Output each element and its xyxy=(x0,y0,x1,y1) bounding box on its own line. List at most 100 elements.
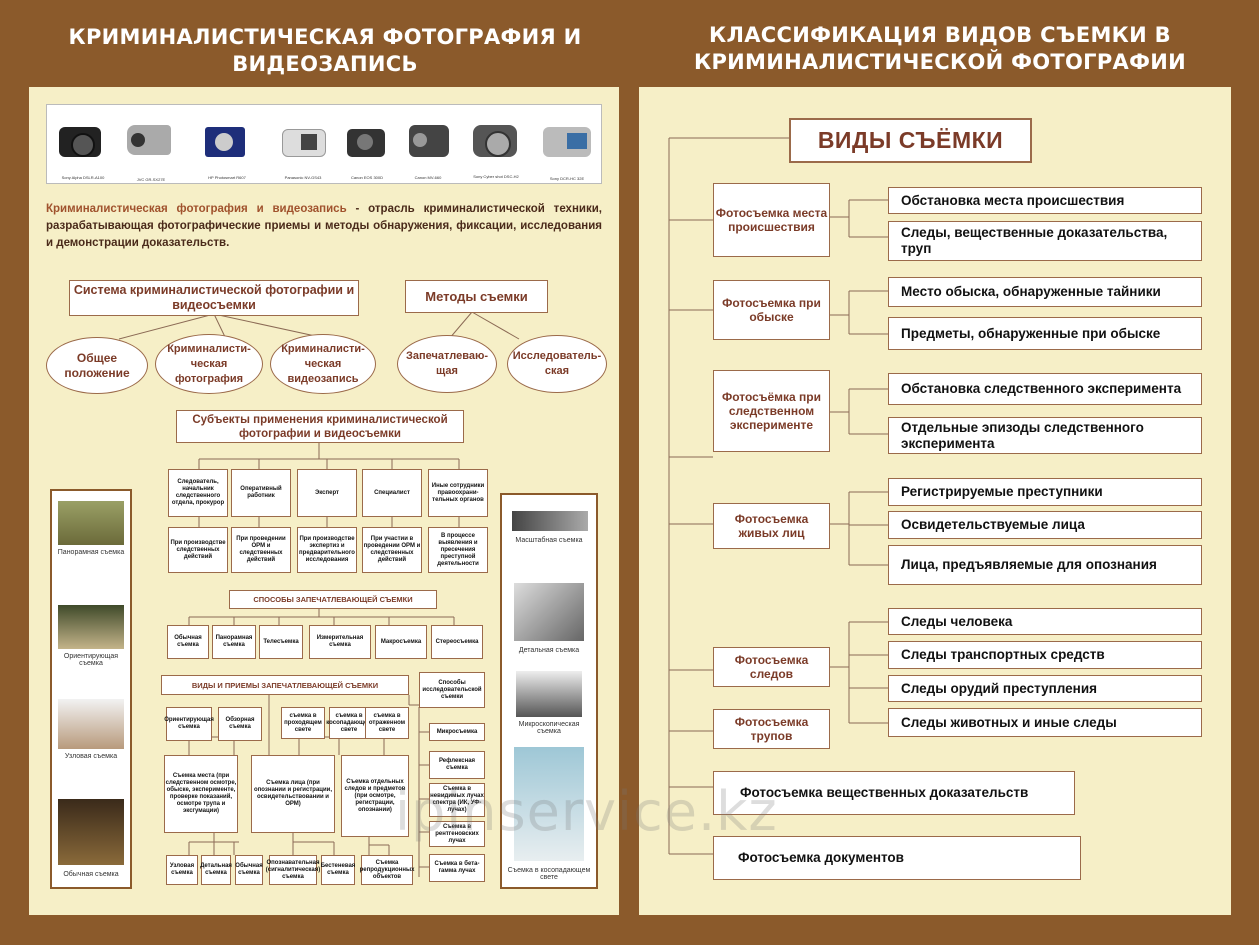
photo-caption: Узловая съемка xyxy=(64,753,118,760)
kinds-bottom: Съемка репродукционных объектов xyxy=(360,855,414,885)
group-label: Фотосъемка при обыске xyxy=(713,280,830,340)
kinds-top: Обзорная съемка xyxy=(218,707,262,741)
methods-title: Методы съемки xyxy=(405,280,548,313)
kinds-main: Съемка места (при следственном осмотре, … xyxy=(164,755,238,833)
right-title: КЛАССИФИКАЦИЯ ВИДОВ СЪЕМКИ В КРИМИНАЛИСТ… xyxy=(694,23,1186,74)
group-item: Следы транспортных средств xyxy=(888,641,1202,669)
research-title: Способы исследовательской съемки xyxy=(419,672,485,708)
right-panel: ВИДЫ СЪЁМКИ Фотосъемка места происшестви… xyxy=(639,87,1231,915)
camera-caption: Canon MV-660 xyxy=(414,175,442,180)
group-item: Место обыска, обнаруженные тайники xyxy=(888,277,1202,307)
capture-method: Макросъемка xyxy=(375,625,427,659)
kinds-top: съемка в проходящем свете xyxy=(281,707,325,739)
capture-method: Телесъемка xyxy=(259,625,303,659)
photo-caption: Микроскопическая съемка xyxy=(518,721,580,735)
oblique-light-photo xyxy=(514,747,584,861)
group-item: Отдельные эпизоды следственного эксперим… xyxy=(888,417,1202,454)
kinds-bottom: Бестеневая съемка xyxy=(321,855,355,885)
group-item: Следы человека xyxy=(888,608,1202,635)
camera-caption: HP Photosmart R607 xyxy=(208,175,246,180)
camcorder-icon xyxy=(409,125,449,157)
subject-box: Следователь, начальник следственного отд… xyxy=(168,469,228,517)
group-item: Лица, предъявляемые для опознания xyxy=(888,545,1202,585)
group-item: Регистрируемые преступники xyxy=(888,478,1202,506)
subject-box: Иные сотрудники правоохрани-тельных орга… xyxy=(428,469,488,517)
kinds-bottom: Обычная съемка xyxy=(235,855,263,885)
kinds-bottom: Детальная съемка xyxy=(200,855,232,885)
subject-box: Оперативный работник xyxy=(231,469,291,517)
research-item: Рефлексная съемка xyxy=(429,751,485,779)
kinds-top: Ориентирующая съемка xyxy=(164,707,214,741)
research-item: Микросъемка xyxy=(429,723,485,741)
camera-caption: Canon EOS 300D xyxy=(350,175,384,180)
camera-icon xyxy=(205,127,245,157)
research-item: Съемка в бета-гамма лучах xyxy=(429,854,485,882)
kinds-bottom: Узловая съемка xyxy=(166,855,198,885)
research-item: Съемка в рентгеновских лучах xyxy=(429,821,485,847)
photo-caption: Панорамная съемка xyxy=(57,549,125,556)
capture-method: Панорамная съемка xyxy=(212,625,256,659)
camera-icon xyxy=(59,127,101,157)
capture-methods-title: СПОСОБЫ ЗАПЕЧАТЛЕВАЮЩЕЙ СЪЕМКИ xyxy=(229,590,437,609)
right-photo-column: Масштабная съемка Детальная съемка Микро… xyxy=(500,493,598,889)
kinds-main: Съемка лица (при опознании и регистрации… xyxy=(251,755,335,833)
subject-box: В процессе выявления и пресечения престу… xyxy=(428,527,488,573)
definition-text: Криминалистическая фотография и видеозап… xyxy=(46,201,602,252)
kinds-main: Съемка отдельных следов и предметов (при… xyxy=(341,755,409,837)
subject-box: Эксперт xyxy=(297,469,357,517)
group-item: Следы, вещественные доказательства, труп xyxy=(888,221,1202,261)
left-panel: Sony Alpha DSLR-A100 JVC GR-SX27E HP Pho… xyxy=(29,87,619,915)
panorama-photo xyxy=(58,501,124,545)
camera-caption: JVC GR-SX27E xyxy=(136,177,166,182)
photo-caption: Съемка в косопадающем свете xyxy=(507,867,591,881)
research-item: Съемка в невидимых лучах спектра (ИК, УФ… xyxy=(429,783,485,817)
camcorder-icon xyxy=(543,127,591,157)
camera-icon xyxy=(347,129,385,157)
right-connectors xyxy=(668,137,888,855)
subject-box: При участии в проведении ОРМ и следствен… xyxy=(362,527,422,573)
camera-icon xyxy=(473,125,517,157)
nodal-photo xyxy=(58,699,124,749)
ordinary-photo xyxy=(58,799,124,865)
system-title: Система криминалистической фотографии и … xyxy=(69,280,359,316)
group-label: Фотосъемка места происшествия xyxy=(713,183,830,257)
method-item: Исследователь-ская xyxy=(507,335,607,393)
orientation-photo xyxy=(58,605,124,649)
subject-box: Специалист xyxy=(362,469,422,517)
kinds-top: съемка в отраженном свете xyxy=(365,707,409,739)
camera-caption: Sony Cyber shot DSC-H2 xyxy=(473,174,519,179)
group-label: Фотосъемка следов xyxy=(713,647,830,687)
capture-method: Стереосъемка xyxy=(431,625,483,659)
group-item: Следы орудий преступления xyxy=(888,675,1202,702)
camera-caption: Sony Alpha DSLR-A100 xyxy=(61,175,105,180)
camera-strip: Sony Alpha DSLR-A100 JVC GR-SX27E HP Pho… xyxy=(46,104,602,184)
wide-category: Фотосъемка документов xyxy=(713,836,1081,880)
microscope-photo xyxy=(516,671,582,717)
left-title: КРИМИНАЛИСТИЧЕСКАЯ ФОТОГРАФИЯ И ВИДЕОЗАП… xyxy=(68,25,582,76)
group-item: Освидетельствуемые лица xyxy=(888,511,1202,539)
subject-box: При производстве следственных действий xyxy=(168,527,228,573)
photo-caption: Масштабная съемка xyxy=(515,537,583,544)
camcorder-icon xyxy=(282,129,326,157)
subject-box: При производстве экспертиз и предварител… xyxy=(297,527,357,573)
subjects-title: Субъекты применения криминалистической ф… xyxy=(176,410,464,443)
system-item: Общее положение xyxy=(46,337,148,394)
photo-caption: Детальная съемка xyxy=(518,647,580,654)
group-item: Предметы, обнаруженные при обыске xyxy=(888,317,1202,350)
left-photo-column: Панорамная съемка Ориентирующая съемка У… xyxy=(50,489,132,889)
group-label: Фотосъемка живых лиц xyxy=(713,503,830,549)
definition-term: Криминалистическая фотография и видеозап… xyxy=(46,203,347,215)
left-connectors xyxy=(118,311,520,877)
subject-box: При проведении ОРМ и следственных действ… xyxy=(231,527,291,573)
system-item: Криминалисти-ческая фотография xyxy=(155,334,263,394)
watermark: ipinservice.kz xyxy=(395,780,778,843)
group-item: Обстановка места происшествия xyxy=(888,187,1202,214)
kinds-top: съемка в косопадающем свете xyxy=(326,707,372,739)
group-label: Фотосъемка трупов xyxy=(713,709,830,749)
capture-method: Измерительная съемка xyxy=(309,625,371,659)
photo-caption: Обычная съемка xyxy=(63,871,119,878)
capture-method: Обычная съемка xyxy=(167,625,209,659)
photo-caption: Ориентирующая съемка xyxy=(63,653,119,667)
camera-caption: Panasonic NV-GS43 xyxy=(284,175,322,180)
classification-header: ВИДЫ СЪЁМКИ xyxy=(789,118,1032,163)
